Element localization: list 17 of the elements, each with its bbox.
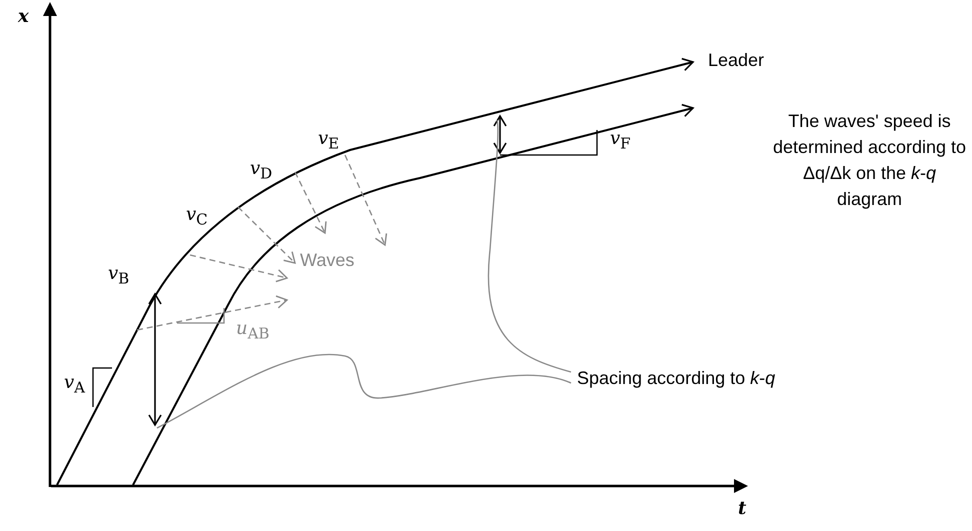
- spacing-arrow: [493, 115, 507, 154]
- note-text: The waves' speed is determined according to Δq/Δk on the k-q diagram: [772, 110, 967, 212]
- speed-label: v$_{A}$: [64, 372, 86, 397]
- trajectory-label: Leader: [708, 50, 764, 72]
- speed-label: v$_{D}$: [250, 158, 272, 183]
- wave-label: Waves: [300, 250, 354, 272]
- spacing-arrow: [148, 293, 162, 426]
- spacing-label: Spacing according to k-q: [577, 368, 776, 390]
- speed-label: v$_{C}$: [186, 204, 208, 229]
- axis-label: t: [738, 498, 746, 520]
- axis-label: x: [18, 6, 29, 28]
- speed-label: v$_{E}$: [318, 128, 340, 153]
- speed-label: v$_{F}$: [610, 128, 631, 153]
- speed-label: v$_{B}$: [108, 263, 130, 288]
- speed-label: u$_{AB}$: [236, 318, 270, 343]
- leader-line: [156, 354, 572, 429]
- leader-line: [488, 120, 572, 373]
